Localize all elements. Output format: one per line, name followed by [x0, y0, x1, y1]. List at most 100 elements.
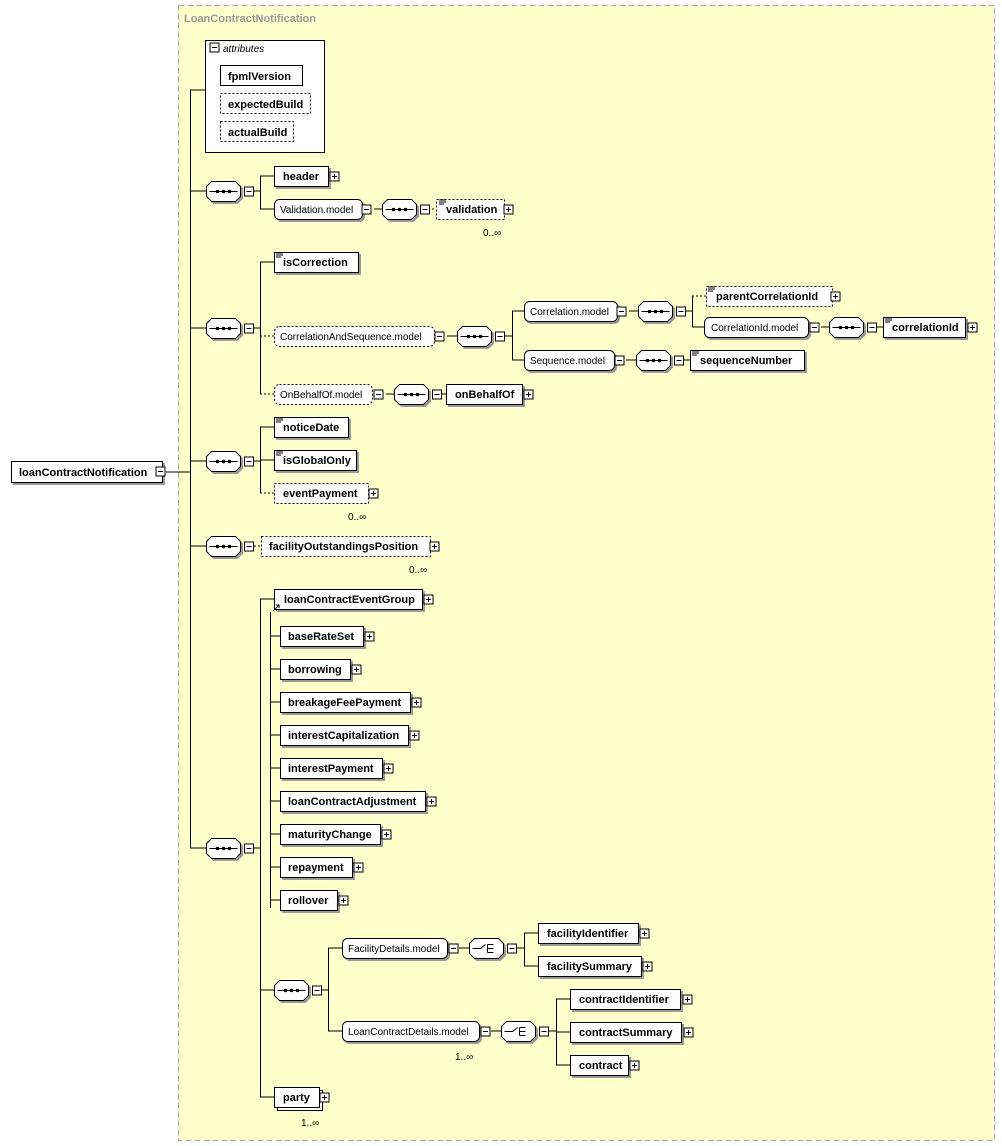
- element-facilitySummary-box[interactable]: [538, 956, 642, 977]
- sequence-compositor-3[interactable]: [206, 451, 241, 472]
- sequence-compositor-correlation-and-sequence-collapse-icon[interactable]: [495, 331, 505, 342]
- element-interestCapitalization-box[interactable]: [280, 725, 409, 746]
- interestCapitalization-expand-icon[interactable]: [409, 730, 420, 741]
- element-interestCapitalization: interestCapitalization: [288, 730, 400, 742]
- sequence-compositor-6[interactable]: [274, 980, 309, 1001]
- rollover-expand-icon[interactable]: [338, 895, 349, 906]
- choice-compositor-contract[interactable]: [501, 1021, 536, 1042]
- loanContractAdjustment-expand-icon[interactable]: [426, 796, 437, 807]
- element-interestPayment-box[interactable]: [280, 758, 383, 779]
- element-header: header: [283, 171, 320, 183]
- correlationId-expand-icon[interactable]: [967, 322, 978, 333]
- sequence-compositor-correlationid[interactable]: [829, 317, 864, 338]
- sequence-compositor-2[interactable]: [206, 318, 241, 339]
- element-facilityOutstandingsPosition-box[interactable]: [261, 536, 431, 557]
- sequence-compositor-onbehalfof-collapse-icon[interactable]: [432, 389, 442, 400]
- choice-compositor-facility[interactable]: [469, 938, 504, 959]
- element-onBehalfOf-box[interactable]: [446, 384, 523, 405]
- attribute-fpmlVersion-box[interactable]: [220, 65, 303, 86]
- eventPayment-expand-icon[interactable]: [368, 488, 379, 499]
- correlationid-model-collapse-icon[interactable]: [809, 322, 820, 333]
- borrowing-expand-icon[interactable]: [351, 664, 362, 675]
- party-occurrence: 1..∞: [301, 1118, 319, 1129]
- onbehalfof-model-box[interactable]: [274, 384, 373, 405]
- loanContractEventGroup-expand-icon[interactable]: [423, 594, 434, 605]
- baseRateSet-expand-icon[interactable]: [364, 631, 375, 642]
- element-borrowing-box[interactable]: [280, 659, 351, 680]
- element-facilityIdentifier-box[interactable]: [538, 923, 639, 944]
- connector-lines: [166, 89, 883, 1098]
- facilitySummary-expand-icon[interactable]: [642, 961, 653, 972]
- loancontractdetails-model-collapse-icon[interactable]: [480, 1026, 491, 1037]
- attribute-expectedBuild-box[interactable]: [220, 93, 311, 114]
- element-noticeDate-box[interactable]: [274, 417, 349, 438]
- loancontractdetails-model-box[interactable]: [342, 1021, 480, 1042]
- sequence-compositor-4-collapse-icon[interactable]: [244, 541, 254, 552]
- correlation-model-collapse-icon[interactable]: [616, 306, 627, 317]
- element-contractIdentifier-box[interactable]: [570, 989, 681, 1010]
- attribute-actualBuild-box[interactable]: [220, 121, 294, 142]
- element-breakageFeePayment-box[interactable]: [280, 692, 411, 713]
- sequence-compositor-correlationid-collapse-icon[interactable]: [867, 322, 877, 333]
- sequence-compositor-validation[interactable]: [382, 199, 417, 220]
- element-contractSummary-box[interactable]: [570, 1022, 682, 1043]
- sequence-model-collapse-icon[interactable]: [614, 355, 625, 366]
- element-baseRateSet-box[interactable]: [280, 626, 364, 647]
- element-maturityChange-box[interactable]: [280, 824, 381, 845]
- sequence-compositor-2-collapse-icon[interactable]: [244, 323, 254, 334]
- loancontractdetails-occurrence: 1..∞: [455, 1052, 473, 1063]
- repayment-expand-icon[interactable]: [353, 862, 364, 873]
- root-collapse-icon[interactable]: [155, 466, 166, 477]
- element-header-box[interactable]: [274, 166, 329, 187]
- element-loanContractAdjustment-box[interactable]: [280, 791, 426, 812]
- facilitydetails-model-collapse-icon[interactable]: [448, 943, 459, 954]
- sequence-compositor-1[interactable]: [206, 181, 241, 202]
- sequence-compositor-onbehalfof[interactable]: [394, 384, 429, 405]
- sequence-compositor-validation-collapse-icon[interactable]: [420, 204, 430, 215]
- sequence-compositor-4[interactable]: [206, 536, 241, 557]
- facilitydetails-model-box[interactable]: [342, 938, 448, 959]
- validation-model-collapse-icon[interactable]: [361, 204, 372, 215]
- correlation-and-sequence-collapse-icon[interactable]: [434, 331, 445, 342]
- sequence-compositor-correlation-collapse-icon[interactable]: [676, 306, 686, 317]
- sequence-compositor-5[interactable]: [206, 838, 241, 859]
- choice-compositor-facility-collapse-icon[interactable]: [507, 943, 517, 954]
- element-isGlobalOnly-box[interactable]: [274, 450, 357, 471]
- correlationid-model-box[interactable]: [704, 317, 809, 338]
- element-loanContractEventGroup-box[interactable]: [274, 589, 423, 610]
- sequence-compositor-correlation-and-sequence[interactable]: [457, 326, 492, 347]
- element-correlationId-box[interactable]: [883, 317, 966, 338]
- party-expand-icon[interactable]: [319, 1092, 330, 1103]
- attributes-collapse-icon[interactable]: [209, 42, 220, 53]
- interestPayment-expand-icon[interactable]: [383, 763, 394, 774]
- contract-expand-icon[interactable]: [629, 1060, 640, 1071]
- sequence-compositor-sequence[interactable]: [636, 350, 671, 371]
- breakageFeePayment-expand-icon[interactable]: [411, 697, 422, 708]
- element-rollover-box[interactable]: [280, 890, 338, 911]
- choice-compositor-contract-collapse-icon[interactable]: [539, 1026, 549, 1037]
- sequence-compositor-correlation[interactable]: [638, 301, 673, 322]
- loancontractdetails-model-label: LoanContractDetails.model: [348, 1027, 469, 1038]
- sequence-compositor-sequence-collapse-icon[interactable]: [674, 355, 684, 366]
- element-parentCorrelationId: parentCorrelationId: [716, 291, 818, 303]
- contractIdentifier-expand-icon[interactable]: [682, 994, 693, 1005]
- element-contract-box[interactable]: [570, 1055, 629, 1076]
- element-sequenceNumber-box[interactable]: [690, 350, 805, 371]
- element-contractSummary: contractSummary: [579, 1027, 673, 1039]
- onbehalfof-model-collapse-icon[interactable]: [373, 389, 384, 400]
- sequence-compositor-1-collapse-icon[interactable]: [244, 186, 254, 197]
- sequence-compositor-5-collapse-icon[interactable]: [244, 843, 254, 854]
- sequence-compositor-6-collapse-icon[interactable]: [312, 985, 322, 996]
- facilityOutstandingsPosition-expand-icon[interactable]: [429, 541, 440, 552]
- contractSummary-expand-icon[interactable]: [683, 1027, 694, 1038]
- maturityChange-expand-icon[interactable]: [381, 829, 392, 840]
- header-expand-icon[interactable]: [329, 171, 340, 182]
- parentCorrelationId-expand-icon[interactable]: [830, 291, 841, 302]
- validation-expand-icon[interactable]: [503, 204, 514, 215]
- element-isCorrection-box[interactable]: [274, 252, 359, 273]
- element-repayment-box[interactable]: [280, 857, 353, 878]
- sequence-compositor-3-collapse-icon[interactable]: [244, 456, 254, 467]
- correlation-and-sequence-model-box[interactable]: [274, 326, 435, 347]
- facilityIdentifier-expand-icon[interactable]: [639, 928, 650, 939]
- onBehalfOf-expand-icon[interactable]: [523, 389, 534, 400]
